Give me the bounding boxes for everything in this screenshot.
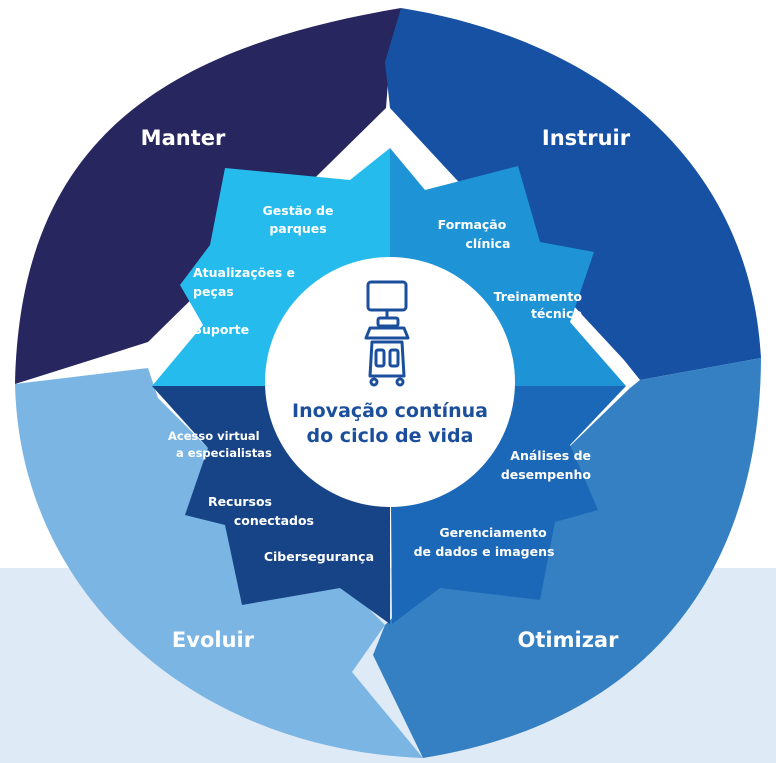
center-circle: [265, 257, 515, 507]
item-data-image-management-line1: Gerenciamento: [439, 525, 547, 540]
item-support: Suporte: [193, 322, 249, 337]
item-virtual-access-line1: Acesso virtual: [168, 429, 260, 443]
item-fleet-management-line2: parques: [269, 221, 326, 236]
item-data-image-management-line2: de dados e imagens: [414, 544, 555, 559]
item-cybersecurity: Cibersegurança: [264, 549, 374, 564]
item-clinical-education-line2: clínica: [465, 236, 510, 251]
ring-label-instruct: Instruir: [542, 126, 631, 150]
ring-segment-maintain: [15, 8, 401, 384]
item-updates-parts-line1: Atualizações e: [193, 265, 295, 280]
item-technical-training-line1: Treinamento: [494, 289, 583, 304]
item-technical-training-line2: técnico: [531, 306, 582, 321]
ring-segment-instruct: [385, 8, 761, 380]
center-title-line2: do ciclo de vida: [307, 425, 474, 447]
center-title-line1: Inovação contínua: [292, 400, 488, 422]
item-updates-parts-line2: peças: [193, 284, 234, 299]
item-connected-resources-line1: Recursos: [208, 494, 272, 509]
ring-label-optimize: Otimizar: [518, 628, 620, 652]
item-virtual-access-line2: a especialistas: [176, 446, 272, 460]
item-performance-analytics-line1: Análises de: [510, 448, 591, 463]
item-connected-resources-line2: conectados: [234, 513, 314, 528]
ring-segment-evolve: [15, 368, 423, 758]
ring-label-maintain: Manter: [141, 126, 226, 150]
ring-segment-optimize: [373, 358, 761, 758]
item-performance-analytics-line2: desempenho: [501, 467, 592, 482]
ultrasound-cart-icon: [364, 280, 410, 387]
ring-label-evolve: Evoluir: [172, 628, 255, 652]
item-clinical-education-line1: Formação: [438, 217, 507, 232]
item-fleet-management-line1: Gestão de: [263, 203, 334, 218]
